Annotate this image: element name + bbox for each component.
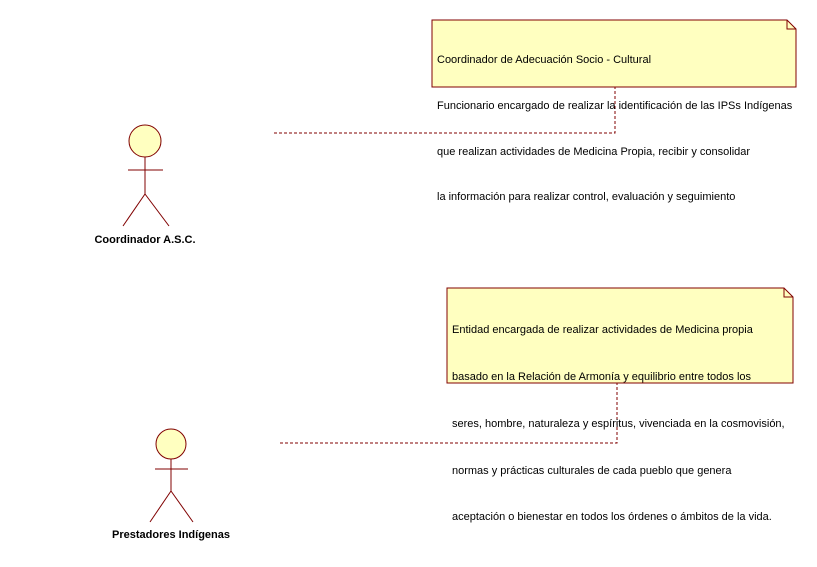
actor-label-prestadores: Prestadores Indígenas (112, 529, 230, 541)
actor-prestadores[interactable] (149, 428, 194, 523)
note-line: normas y prácticas culturales de cada pu… (452, 464, 732, 477)
actor-label-coordinador: Coordinador A.S.C. (94, 234, 196, 246)
note-prestadores[interactable] (446, 287, 794, 384)
note-text-coordinador: Coordinador de Adecuación Socio - Cultur… (437, 23, 792, 221)
note-line: la información para realizar control, ev… (437, 191, 736, 204)
actor-leg-right (144, 193, 170, 227)
actor-leg-right (170, 490, 194, 523)
actor-leg-left (122, 193, 146, 227)
actor-leg-left (149, 490, 172, 523)
note-line: Entidad encargada de realizar actividade… (452, 324, 753, 337)
actor-head (155, 428, 187, 460)
note-shape (431, 19, 797, 88)
note-connector-prestadores (280, 383, 618, 444)
actor-coordinador[interactable] (122, 124, 170, 227)
note-line: basado en la Relación de Armonía y equil… (452, 370, 752, 383)
actor-head (128, 124, 162, 158)
note-connector-coordinador (274, 87, 616, 134)
note-corner-fold (783, 288, 793, 298)
note-shape (446, 287, 794, 384)
note-coordinador[interactable] (431, 19, 797, 88)
note-corner-fold (786, 20, 796, 30)
note-line: que realizan actividades de Medicina Pro… (437, 145, 751, 158)
note-line: Funcionario encargado de realizar la ide… (437, 100, 793, 113)
note-line: Coordinador de Adecuación Socio - Cultur… (437, 54, 652, 67)
note-text-prestadores: Entidad encargada de realizar actividade… (452, 292, 785, 542)
note-line: seres, hombre, naturaleza y espíritus, v… (452, 417, 785, 430)
note-line: aceptación o bienestar en todos los órde… (452, 511, 772, 524)
